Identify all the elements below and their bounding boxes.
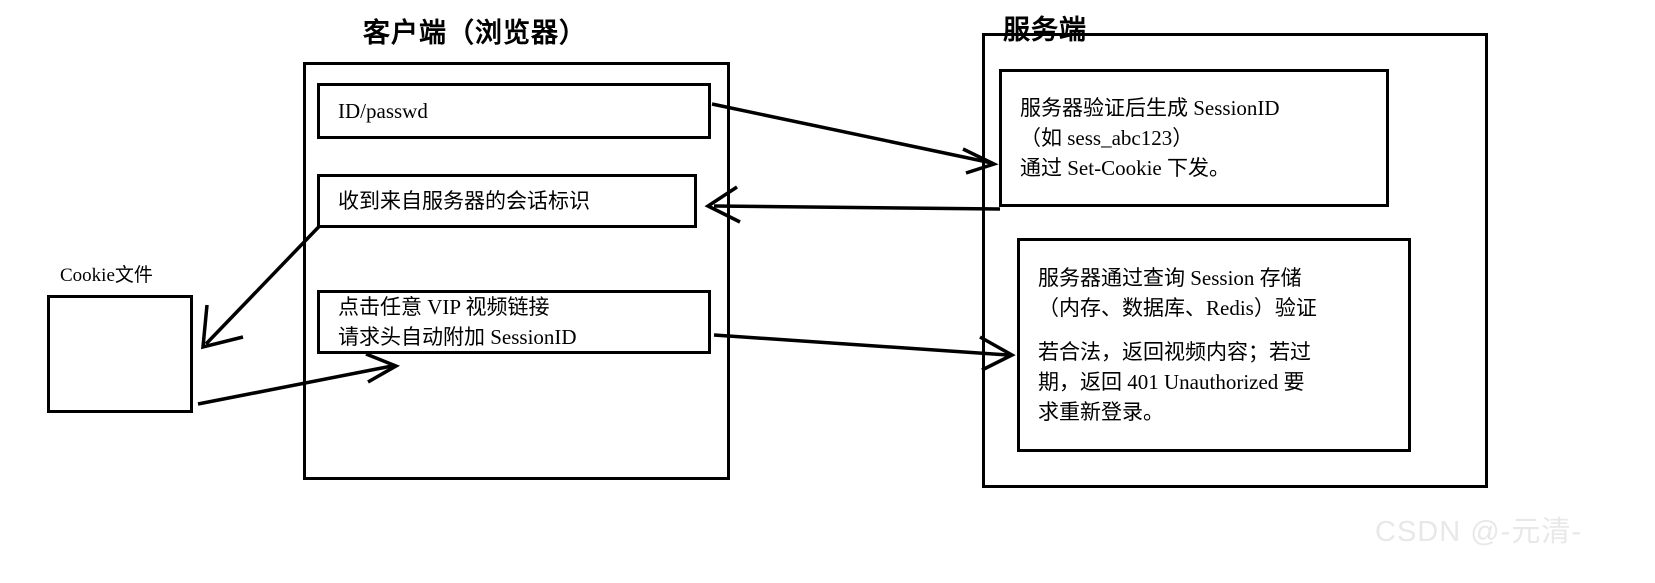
client-box-vip-click-line-1: 点击任意 VIP 视频链接 [338, 295, 550, 319]
server-box-session-verify-line-2: （内存、数据库、Redis）验证 [1038, 296, 1317, 320]
server-box-session-verify-spacer [1020, 323, 1408, 337]
server-container [982, 33, 1488, 488]
server-box-session-verify-line-6: 求重新登录。 [1038, 400, 1164, 424]
client-box-vip-click-line-2: 请求头自动附加 SessionID [338, 325, 577, 349]
server-box-session-verify-line-5: 期，返回 401 Unauthorized 要 [1038, 370, 1305, 394]
server-box-session-verify-line-4: 若合法，返回视频内容；若过 [1038, 340, 1311, 364]
client-box-session-received: 收到来自服务器的会话标识 [317, 174, 697, 228]
server-title: 服务端 [1003, 15, 1087, 45]
server-box-session-generate-line-1: 服务器验证后生成 SessionID [1020, 96, 1280, 120]
client-box-id-passwd-line-1: ID/passwd [338, 99, 428, 123]
cookie-file-box [47, 295, 193, 413]
server-box-session-generate-line-3: 通过 Set-Cookie 下发。 [1020, 156, 1230, 180]
client-box-id-passwd: ID/passwd [317, 83, 711, 139]
server-box-session-verify-line-1: 服务器通过查询 Session 存储 [1038, 266, 1302, 290]
arrow-vip-request [713, 333, 1016, 372]
arrow-set-cookie-response [704, 185, 1001, 224]
csdn-watermark: CSDN @-元清- [1375, 516, 1582, 548]
server-box-session-generate: 服务器验证后生成 SessionID （如 sess_abc123） 通过 Se… [999, 69, 1389, 207]
server-box-session-verify: 服务器通过查询 Session 存储 （内存、数据库、Redis）验证 若合法，… [1017, 238, 1411, 452]
client-box-session-received-line-1: 收到来自服务器的会话标识 [338, 189, 590, 213]
client-box-vip-click: 点击任意 VIP 视频链接 请求头自动附加 SessionID [317, 290, 711, 354]
arrow-login-request [711, 102, 999, 175]
client-title: 客户端（浏览器） [363, 18, 587, 48]
server-box-session-generate-line-2: （如 sess_abc123） [1020, 126, 1194, 150]
cookie-file-label: Cookie文件 [60, 265, 153, 286]
client-container [303, 62, 730, 480]
